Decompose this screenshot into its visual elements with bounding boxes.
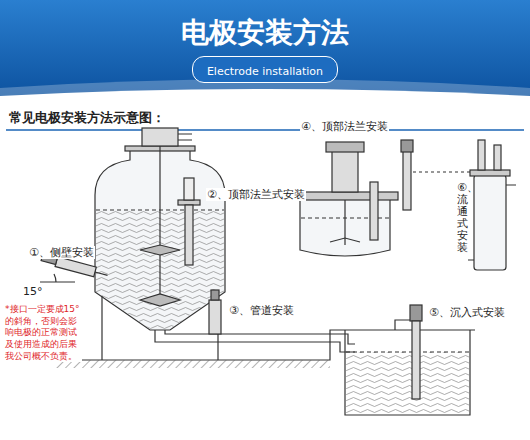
flange — [178, 200, 200, 205]
electrode-head — [410, 305, 422, 321]
electrode-head — [401, 140, 413, 152]
section-rule — [6, 129, 524, 131]
pipe-electrode-cap — [211, 290, 219, 300]
callout-label: ②、顶部法兰式安装 — [206, 188, 306, 201]
electrode — [478, 140, 485, 170]
callout-label: ③、管道安装 — [228, 304, 295, 317]
basin — [345, 330, 470, 415]
impeller — [330, 238, 360, 242]
motor-cap — [326, 142, 364, 152]
motor — [142, 128, 178, 146]
basin-water — [346, 352, 469, 414]
ground-hatch — [55, 360, 330, 368]
pipe — [155, 330, 355, 352]
reactor-flange — [292, 192, 398, 200]
flow-port — [468, 185, 516, 260]
electrode — [494, 145, 501, 170]
reactor-electrode — [370, 182, 378, 240]
water-level — [346, 351, 469, 352]
section-heading: 常见电极安装方法示意图： — [8, 110, 166, 126]
callout-label: ⑥、流通式安装 — [456, 182, 469, 255]
page-title: 电极安装方法 — [181, 14, 349, 52]
submerged-electrode — [412, 321, 420, 399]
pipe — [165, 330, 355, 344]
impeller — [140, 245, 180, 255]
callout-label: ④、顶部法兰安装 — [300, 120, 389, 133]
motor-fins — [178, 134, 192, 140]
stirrer-shaft — [159, 146, 160, 300]
flow-cell — [474, 175, 506, 270]
angle-label: 15° — [22, 285, 44, 298]
subtitle-pill: Electrode installation — [192, 56, 338, 83]
motor — [332, 150, 358, 192]
impeller — [140, 294, 180, 306]
electrode-head — [184, 178, 194, 200]
dashed-guide — [413, 171, 470, 172]
flow-cell-cap — [470, 170, 510, 176]
header-band — [0, 0, 530, 104]
callout-label: ⑤、沉入式安装 — [428, 306, 506, 319]
callout-label: ①、侧壁安装 — [28, 246, 95, 259]
header-stripe — [0, 89, 530, 104]
electrode — [403, 150, 411, 210]
subtitle-text: Electrode installation — [207, 65, 323, 78]
tank-leg — [101, 296, 102, 360]
angle-mark — [40, 274, 75, 282]
warning-note: *接口一定要成15°的斜角，否则会影响电极的正常测试及使用造成的后果我公司概不负… — [4, 304, 82, 362]
electrode — [185, 205, 193, 265]
pipe-electrode — [209, 300, 221, 334]
